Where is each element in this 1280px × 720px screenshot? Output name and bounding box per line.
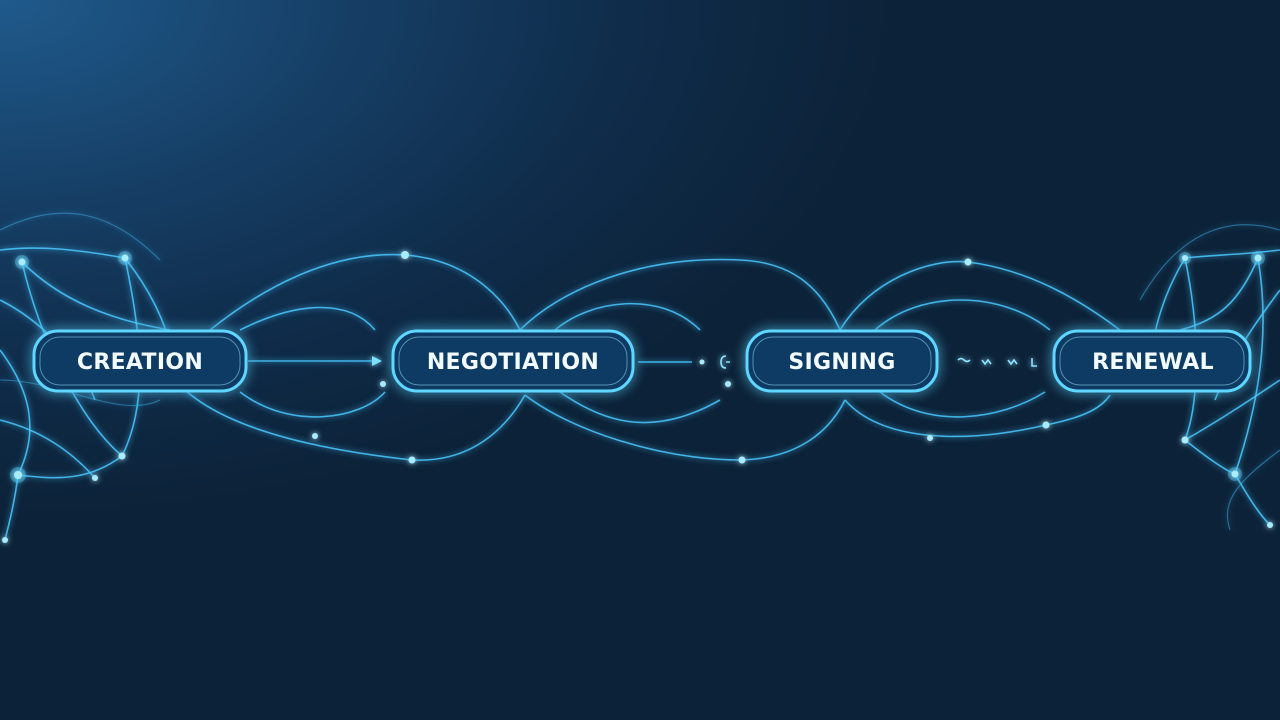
network-node [1267, 522, 1273, 528]
network-node [1182, 255, 1188, 261]
network-node [401, 251, 409, 259]
stage-renewal[interactable]: RENEWAL [1052, 329, 1252, 393]
stage-label: SIGNING [788, 350, 895, 375]
right-network-cluster [1139, 224, 1280, 531]
stage-creation[interactable]: CREATION [32, 329, 248, 393]
stage-signing[interactable]: SIGNING [745, 329, 939, 393]
network-node [18, 258, 26, 266]
network-node [1181, 436, 1189, 444]
network-node [927, 435, 933, 441]
network-node [118, 452, 126, 460]
network-node [408, 456, 416, 464]
arrow-head-icon [372, 356, 382, 366]
network-node [380, 381, 386, 387]
connector-glyph-icon [720, 355, 730, 369]
connector-signing-renewal [957, 357, 1037, 367]
network-node [92, 475, 98, 481]
network-node [1042, 421, 1050, 429]
stage-connectors [248, 355, 1037, 369]
network-node [738, 456, 746, 464]
network-node [2, 537, 8, 543]
network-node [964, 258, 972, 266]
network-node [725, 381, 731, 387]
network-node [1231, 470, 1239, 478]
stage-label: NEGOTIATION [427, 350, 599, 375]
stage-label: RENEWAL [1092, 350, 1214, 375]
stage-label: CREATION [77, 350, 203, 375]
connection-lines [184, 251, 1121, 464]
network-node [1254, 254, 1262, 262]
network-node [312, 433, 318, 439]
network-node [699, 359, 705, 365]
network-node [121, 254, 129, 262]
network-node [14, 471, 22, 479]
stage-negotiation[interactable]: NEGOTIATION [391, 329, 635, 393]
